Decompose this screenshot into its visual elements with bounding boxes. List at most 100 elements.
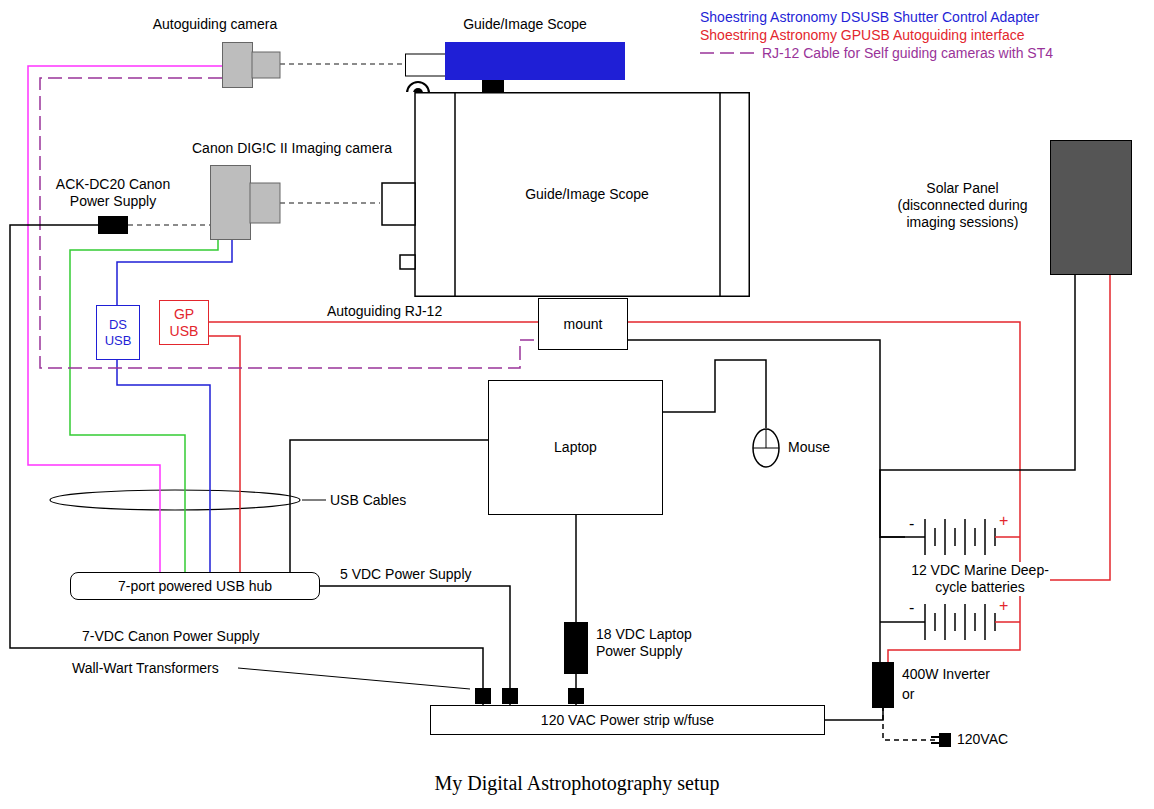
camera-lens [250,183,280,223]
node-label: Solar Panel (disconnected during imaging… [885,180,1040,230]
wire [1055,275,1110,580]
laptop-box: Laptop [488,380,663,515]
wire [663,360,766,428]
wire [575,515,577,622]
wire [209,336,240,572]
wire [628,322,1020,510]
node-label: DS USB [97,317,139,348]
node-label: 7-port powered USB hub [118,578,272,595]
laptop-power-supply: 18 VDC Laptop Power Supply [564,622,588,674]
image-scope: Guide/Image Scope [380,92,750,297]
node-label: Guide/Image Scope [525,186,649,203]
wire [880,275,1075,537]
plug-prong [931,736,939,738]
node-shape [752,428,780,468]
wire [70,240,218,572]
node-shape [564,622,588,674]
node-label: 120VAC [957,731,1027,748]
node-label: Canon DIG!C II Imaging camera [182,140,402,157]
wire [280,202,380,204]
camera-body [223,43,253,88]
node-shape [222,42,280,88]
imaging-camera: Canon DIG!C II Imaging camera [210,165,280,240]
power-block [98,216,128,234]
scope-tube [415,93,749,297]
note-text: or [902,686,914,703]
mouse-button-line [766,429,767,448]
wire [209,321,538,323]
wire [290,440,488,572]
gpusb-box: GP USB [159,300,209,345]
battery-plate [974,613,976,631]
callout-label: USB Cables [330,492,406,509]
eyepiece [406,54,446,76]
battery-plate [964,519,966,555]
leader-line [302,500,326,501]
battery-plate [954,613,956,631]
guide-scope: Guide/Image Scope [405,42,625,80]
wire-label: Autoguiding RJ-12 [325,303,444,320]
wire [320,586,510,705]
node-shape [935,733,951,747]
node-shape [872,662,894,708]
legend-entry: Shoestring Astronomy DSUSB Shutter Contr… [700,9,1039,26]
mouse-icon: Mouse [752,428,780,468]
node-label: 12 VDC Marine Deep-cycle batteries [910,562,1050,596]
autoguiding-camera: Autoguiding camera [222,42,280,88]
node-label: 120 VAC Power strip w/fuse [541,712,714,729]
canon-power-supply: ACK-DC20 Canon Power Supply [98,216,128,234]
battery-plate [944,604,946,640]
node-label: mount [564,316,603,333]
legend-line-sample [700,52,755,54]
battery-plate [934,613,936,631]
legend-color-mark: Shoestring Astronomy GPUSB Autoguiding i… [700,27,1025,43]
node-shape [1050,140,1132,275]
wire [117,360,210,572]
legend-text: Shoestring Astronomy DSUSB Shutter Contr… [700,9,1039,25]
battery-plate [964,604,966,640]
tube-band [454,93,456,296]
callout-label: Wall-Wart Transformers [72,660,219,677]
battery-plate [934,528,936,546]
battery-plate [974,528,976,546]
node-label: GP USB [160,306,208,340]
polarity-sign: + [999,596,1008,615]
inverter: 400W Inverter [872,662,894,708]
node-label: 18 VDC Laptop Power Supply [596,626,716,660]
camera-lens [252,52,280,78]
legend-text: Shoestring Astronomy GPUSB Autoguiding i… [700,27,1025,43]
wall-plug: 120VAC [935,733,951,747]
wire [628,340,905,537]
plug-body [939,733,951,747]
wire [10,225,483,705]
caption: My Digital Astrophotography setup [0,772,1154,795]
node-shape [98,216,128,234]
node-label: ACK-DC20 Canon Power Supply [49,176,177,210]
polarity-sign: - [909,598,914,617]
negative-bus-wire [879,537,881,662]
leader-line [238,668,470,689]
wire [575,674,577,705]
cable-bundle-ellipse [50,490,300,510]
camera-body [211,166,251,240]
legend-color-mark: Shoestring Astronomy DSUSB Shutter Contr… [700,9,1039,25]
node-shape [210,165,280,240]
polarity-sign: + [999,511,1008,530]
finder-port [400,255,415,269]
plug-prong [931,742,939,744]
wire [883,708,935,740]
mouse-body [753,429,779,467]
battery-terminal [905,536,925,538]
battery-plate [954,528,956,546]
focuser [382,183,415,225]
solar-panel [1051,141,1132,275]
node-shape [405,42,625,80]
scope-tube [445,42,625,80]
wire-label: 7-VDC Canon Power Supply [80,628,261,645]
tube-band [719,93,721,296]
mount-box: mount [538,298,628,350]
wire [825,708,883,720]
solar-panel: Solar Panel (disconnected during imaging… [1050,140,1132,275]
node-label: Mouse [788,439,848,456]
usb-hub-box: 7-port powered USB hub [70,572,320,600]
